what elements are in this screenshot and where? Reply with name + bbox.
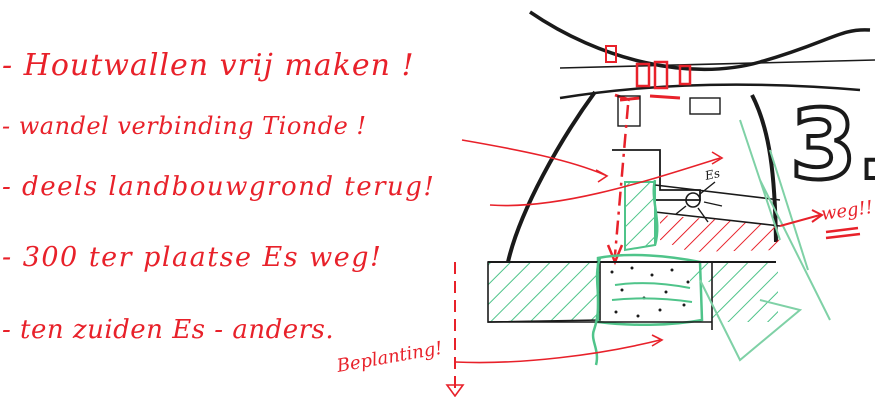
dotted-area: [596, 253, 704, 327]
beplanting-label: Beplanting!: [334, 338, 444, 377]
road-arrow: [559, 59, 875, 69]
green-field-right: [690, 262, 778, 322]
area-number: 3.: [790, 89, 875, 201]
walking-route: [613, 104, 630, 256]
note-4: - 300 ter plaatse Es weg!: [2, 242, 383, 273]
road-curve-top: [529, 10, 871, 72]
boundary-right: [750, 94, 778, 243]
weg-label: weg!!: [820, 197, 874, 225]
arrow-note-2: [461, 139, 606, 176]
arrow-note-3: [489, 157, 721, 207]
note-3: - deels landbouwgrond terug!: [2, 172, 436, 202]
green-field-left: [487, 261, 601, 323]
red-hatched-zone: [660, 215, 780, 252]
es-label: Es: [703, 166, 721, 183]
note-5: - ten zuiden Es - anders.: [2, 315, 335, 345]
note-1: - Houtwallen vrij maken !: [2, 48, 415, 83]
arrow-beplanting: [454, 339, 661, 364]
es-symbol: [685, 192, 701, 208]
note-2: - wandel verbinding Tionde !: [2, 112, 367, 140]
boundary-left: [506, 90, 597, 263]
